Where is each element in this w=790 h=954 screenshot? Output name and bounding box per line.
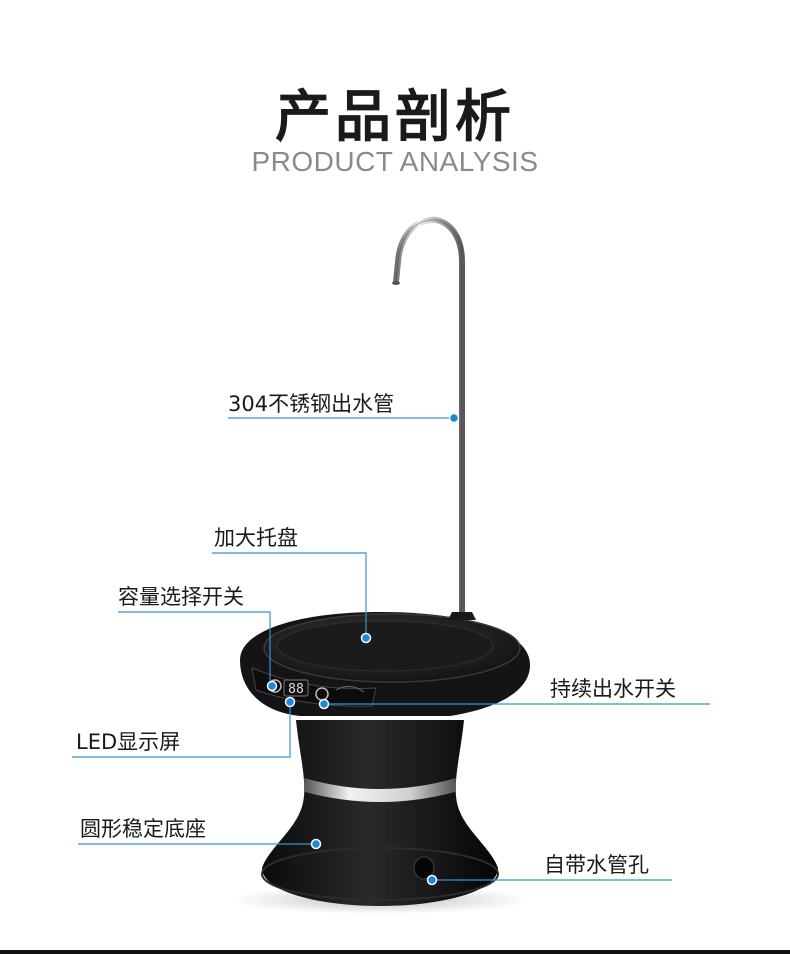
label-hose-hole: 自带水管孔 bbox=[544, 853, 649, 877]
label-spout: 304不锈钢出水管 bbox=[228, 392, 395, 416]
bottom-divider bbox=[0, 950, 790, 954]
page-title: 产品剖析 bbox=[275, 85, 515, 150]
dot-continuous bbox=[318, 698, 330, 710]
dot-capacity bbox=[266, 680, 278, 692]
label-continuous-switch: 持续出水开关 bbox=[550, 677, 676, 701]
led-screen-frame bbox=[283, 679, 309, 697]
panel-decoration bbox=[335, 686, 365, 693]
leader-capacity bbox=[118, 611, 271, 686]
marker-dots bbox=[266, 412, 460, 886]
chrome-ring bbox=[304, 778, 456, 802]
label-capacity-switch: 容量选择开关 bbox=[118, 585, 244, 609]
dot-base bbox=[310, 838, 322, 850]
label-base: 圆形稳定底座 bbox=[80, 817, 206, 841]
led-digits: 88 bbox=[288, 682, 304, 697]
tray-inner bbox=[276, 620, 494, 672]
spout-outlet bbox=[392, 281, 400, 285]
spout-collar bbox=[448, 612, 476, 620]
base-rim bbox=[261, 847, 499, 901]
label-led-screen: LED显示屏 bbox=[76, 730, 181, 754]
label-tray: 加大托盘 bbox=[214, 526, 298, 550]
dot-led bbox=[284, 696, 296, 708]
dot-tray bbox=[360, 632, 372, 644]
spout-edge bbox=[395, 219, 463, 614]
dot-hose bbox=[426, 874, 438, 886]
leader-lines bbox=[72, 417, 710, 881]
pedestal-base bbox=[262, 720, 498, 906]
dot-spout bbox=[448, 412, 460, 424]
page-subtitle: PRODUCT ANALYSIS bbox=[251, 146, 539, 177]
leader-led bbox=[72, 702, 291, 758]
leader-tray bbox=[212, 552, 367, 638]
hose-hole-icon bbox=[413, 856, 435, 880]
